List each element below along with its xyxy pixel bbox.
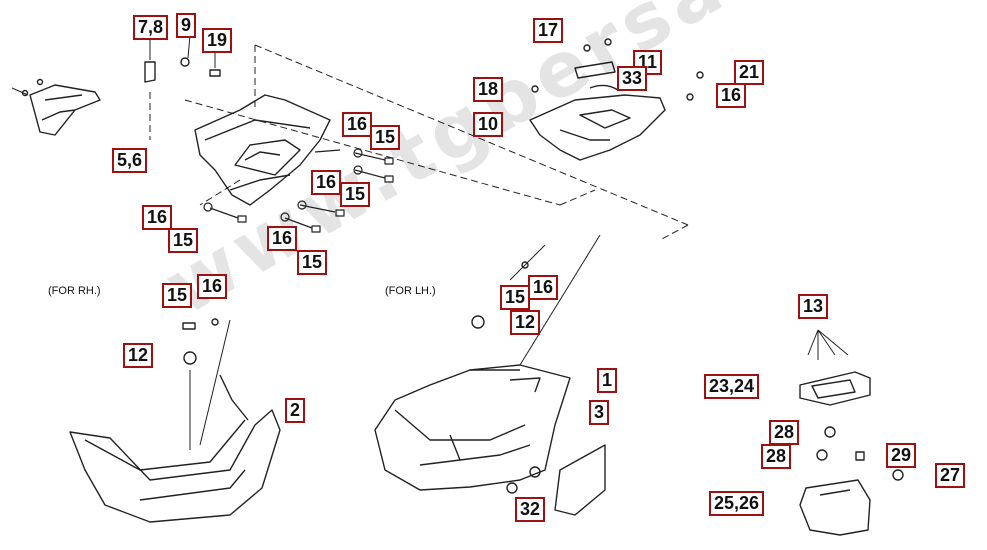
- callout-16-d: 16: [267, 226, 298, 251]
- callout-15-b: 15: [340, 182, 371, 207]
- callout-25-26: 25,26: [709, 491, 765, 516]
- callout-16-a: 16: [342, 112, 373, 137]
- callout-15-c: 15: [168, 228, 199, 253]
- callout-16-f: 16: [528, 275, 559, 300]
- callout-1: 1: [597, 368, 618, 393]
- note-for-lh: (FOR LH.): [385, 285, 436, 297]
- callout-33: 33: [617, 66, 648, 91]
- callout-16-c: 16: [142, 205, 173, 230]
- callout-18: 18: [473, 77, 504, 102]
- callout-28-a: 28: [769, 420, 800, 445]
- callout-16-e: 16: [197, 274, 228, 299]
- battery-box-assembly: [799, 329, 904, 536]
- side-panel: [554, 444, 606, 516]
- note-for-rh: (FOR RH.): [48, 285, 101, 297]
- callout-29: 29: [886, 443, 917, 468]
- callout-17: 17: [533, 18, 564, 43]
- callout-5-6: 5,6: [112, 148, 148, 173]
- callout-12-rh: 12: [123, 343, 154, 368]
- callout-7-8: 7,8: [133, 15, 169, 40]
- upper-side-cover: [194, 94, 331, 206]
- callout-16-b: 16: [311, 170, 342, 195]
- callout-3: 3: [589, 400, 610, 425]
- callout-13: 13: [798, 294, 829, 319]
- callout-15-e: 15: [162, 283, 193, 308]
- callout-32: 32: [515, 497, 546, 522]
- bolts-washers: [203, 148, 394, 233]
- hardware-7-8-9-19: [144, 34, 221, 83]
- callout-28-b: 28: [761, 444, 792, 469]
- callout-23-24: 23,24: [704, 374, 760, 399]
- callout-10: 10: [473, 112, 504, 137]
- callout-21: 21: [734, 60, 765, 85]
- small-bracket: [11, 78, 101, 136]
- callout-15-a: 15: [370, 125, 401, 150]
- rh-footrest: [69, 318, 281, 523]
- lh-footrest: [374, 234, 601, 494]
- callout-2: 2: [285, 398, 306, 423]
- top-center-panel: [529, 38, 704, 161]
- callout-15-d: 15: [297, 250, 328, 275]
- callout-9: 9: [176, 13, 197, 38]
- assembly-dashed-lines: [149, 44, 689, 241]
- callout-19: 19: [202, 28, 233, 53]
- callout-15-f: 15: [500, 285, 531, 310]
- callout-12-lh: 12: [510, 310, 541, 335]
- callout-27: 27: [935, 463, 966, 488]
- callout-16-g: 16: [716, 83, 747, 108]
